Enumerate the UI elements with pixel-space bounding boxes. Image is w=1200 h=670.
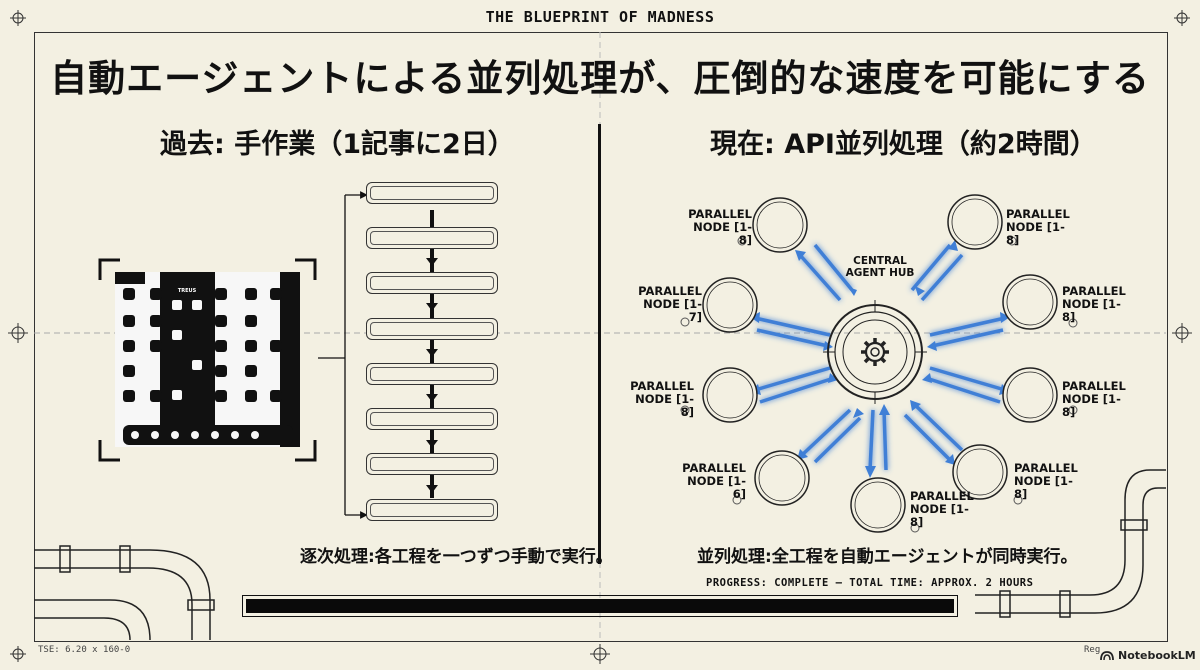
hub-label: CENTRAL AGENT HUB bbox=[845, 255, 915, 279]
notebooklm-watermark: NotebookLM bbox=[1100, 649, 1196, 662]
notebooklm-logo-icon bbox=[1100, 650, 1114, 660]
blueprint-frame bbox=[34, 32, 1168, 642]
pipe-left bbox=[34, 545, 215, 641]
past-caption: 逐次処理:各工程を一つずつ手動で実行。 bbox=[300, 547, 613, 567]
process-step-card bbox=[366, 499, 498, 521]
process-step-card bbox=[366, 182, 498, 204]
node-circles bbox=[702, 194, 1058, 533]
process-step-card bbox=[366, 408, 498, 430]
present-heading: 現在: API並列処理（約2時間） bbox=[710, 129, 1097, 160]
footer-reg: Reg bbox=[1084, 645, 1101, 655]
crosshair-icon bbox=[8, 10, 1192, 664]
process-step-card bbox=[366, 272, 498, 294]
past-heading: 過去: 手作業（1記事に2日） bbox=[160, 129, 515, 160]
viewfinder-brackets bbox=[98, 258, 317, 462]
parallel-arrows bbox=[754, 243, 1006, 471]
pipe-right bbox=[975, 469, 1166, 618]
page-title: 自動エージェントによる並列処理が、圧倒的な速度を可能にする bbox=[50, 57, 1150, 100]
phone-screen bbox=[115, 272, 300, 447]
process-step-card bbox=[366, 318, 498, 340]
process-step-card bbox=[366, 453, 498, 475]
present-caption: 並列処理:全工程を自動エージェントが同時実行。 bbox=[697, 547, 1078, 567]
process-step-card bbox=[366, 227, 498, 249]
gear-icon bbox=[861, 338, 889, 366]
header-title: THE BLUEPRINT OF MADNESS bbox=[485, 8, 715, 26]
footer-spec: TSE: 6.20 x 160-0 bbox=[38, 645, 131, 655]
section-divider bbox=[598, 124, 601, 564]
process-step-card bbox=[366, 363, 498, 385]
svg-text:TREUS: TREUS bbox=[178, 288, 197, 294]
progress-status-text: PROGRESS: COMPLETE – TOTAL TIME: APPROX.… bbox=[706, 577, 1034, 589]
progress-bar bbox=[242, 595, 958, 617]
central-hub bbox=[823, 300, 927, 404]
progress-fill bbox=[246, 599, 954, 613]
